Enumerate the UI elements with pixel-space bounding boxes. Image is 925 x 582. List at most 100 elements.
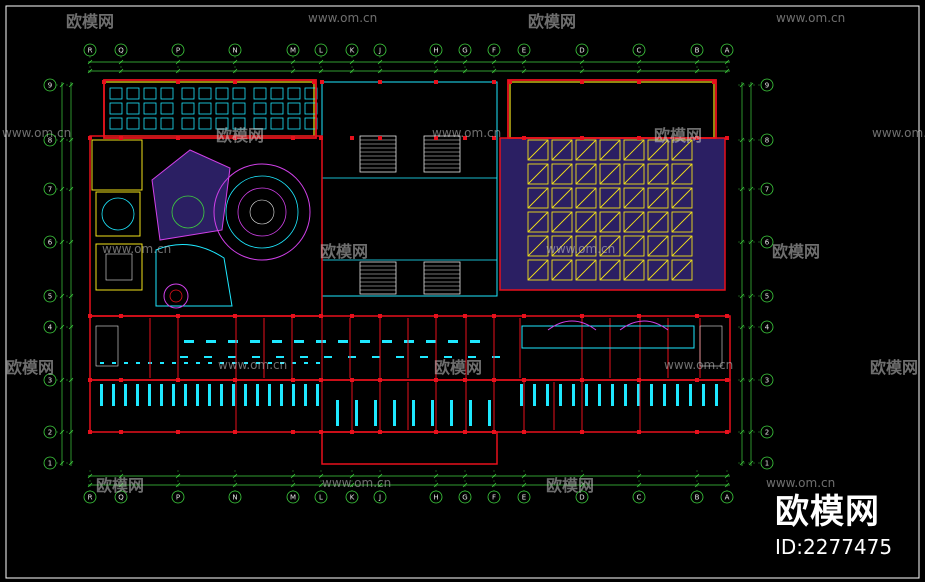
watermark-logo: 欧模网 xyxy=(320,242,369,261)
svg-text:M: M xyxy=(290,47,296,55)
svg-text:R: R xyxy=(88,494,93,502)
grid-bubble-C: C xyxy=(632,490,646,504)
svg-text:A: A xyxy=(725,47,730,55)
grid-bubble-2: 2 xyxy=(43,425,57,439)
grid-bubble-D: D xyxy=(575,490,589,504)
grid-bubble-3: 3 xyxy=(760,373,774,387)
grid-bubble-5: 5 xyxy=(760,289,774,303)
svg-text:6: 6 xyxy=(765,239,770,247)
grid-bubble-K: K xyxy=(345,490,359,504)
grid-bubble-4: 4 xyxy=(760,320,774,334)
grid-bubble-R: R xyxy=(83,490,97,504)
watermark-url: www.om.cn xyxy=(2,126,72,140)
grid-bubble-8: 8 xyxy=(43,133,57,147)
watermark-url: www.om.cn xyxy=(664,358,734,372)
grid-bubble-5: 5 xyxy=(43,289,57,303)
watermark-logo: 欧模网 xyxy=(216,126,265,145)
svg-text:9: 9 xyxy=(48,82,52,90)
svg-text:5: 5 xyxy=(48,293,52,301)
svg-text:7: 7 xyxy=(765,186,769,194)
grid-bubble-M: M xyxy=(286,490,300,504)
svg-text:D: D xyxy=(579,47,584,55)
svg-text:A: A xyxy=(725,494,730,502)
outer-walls xyxy=(103,79,717,139)
svg-text:E: E xyxy=(522,494,526,502)
grid-bubble-R: R xyxy=(83,43,97,57)
grid-bubble-Q: Q xyxy=(114,490,128,504)
watermark-logo: 欧模网 xyxy=(96,476,145,495)
grid-bubble-2: 2 xyxy=(760,425,774,439)
grid-bubble-A: A xyxy=(720,490,734,504)
grid-bubble-9: 9 xyxy=(43,78,57,92)
grid-bubble-3: 3 xyxy=(43,373,57,387)
grid-bubble-M: M xyxy=(286,43,300,57)
grid-bubble-H: H xyxy=(429,490,443,504)
svg-text:4: 4 xyxy=(48,324,53,332)
grid-bubble-9: 9 xyxy=(760,78,774,92)
svg-text:B: B xyxy=(695,47,700,55)
grid-bubble-H: H xyxy=(429,43,443,57)
upper-left-room xyxy=(103,81,318,137)
drawing-frame xyxy=(5,5,920,579)
grid-bubble-F: F xyxy=(487,490,501,504)
watermark-logo: 欧模网 xyxy=(6,358,55,377)
lower-offices xyxy=(89,315,731,465)
grid-bubble-K: K xyxy=(345,43,359,57)
watermark-url: www.om.cn xyxy=(102,242,172,256)
svg-text:H: H xyxy=(433,494,438,502)
grid-bubble-P: P xyxy=(171,43,185,57)
grid-bubble-E: E xyxy=(517,490,531,504)
svg-text:1: 1 xyxy=(48,460,52,468)
grid-bubble-G: G xyxy=(458,490,472,504)
svg-text:R: R xyxy=(88,47,93,55)
svg-text:C: C xyxy=(637,494,642,502)
svg-text:8: 8 xyxy=(48,137,52,145)
grid-bubble-J: J xyxy=(373,43,387,57)
watermark-logo: 欧模网 xyxy=(546,476,595,495)
svg-text:F: F xyxy=(492,494,496,502)
watermark-logo: 欧模网 xyxy=(434,358,483,377)
watermark-logo: 欧模网 xyxy=(528,12,577,31)
grid-bubble-A: A xyxy=(720,43,734,57)
watermark-url: www.om.cn xyxy=(766,476,836,490)
svg-text:N: N xyxy=(232,494,237,502)
svg-text:Q: Q xyxy=(118,47,124,55)
svg-text:E: E xyxy=(522,47,526,55)
grid-bubble-1: 1 xyxy=(760,456,774,470)
watermark-url: www.om.cn xyxy=(322,476,392,490)
grid-bubble-J: J xyxy=(373,490,387,504)
svg-text:L: L xyxy=(319,47,323,55)
grid-bubble-7: 7 xyxy=(43,182,57,196)
svg-text:3: 3 xyxy=(765,377,769,385)
watermark-url: www.om.cn xyxy=(308,11,378,25)
watermark-url: www.om.cn xyxy=(218,358,288,372)
left-feature-room xyxy=(89,135,323,317)
grid-bubble-8: 8 xyxy=(760,133,774,147)
watermark-url: www.om.cn xyxy=(776,11,846,25)
svg-text:5: 5 xyxy=(765,293,769,301)
svg-text:J: J xyxy=(378,47,381,55)
grid-bubble-G: G xyxy=(458,43,472,57)
svg-text:9: 9 xyxy=(765,82,769,90)
svg-text:Q: Q xyxy=(118,494,124,502)
grid-bubble-B: B xyxy=(690,490,704,504)
svg-text:H: H xyxy=(433,47,438,55)
grid-bubble-D: D xyxy=(575,43,589,57)
svg-text:2: 2 xyxy=(765,429,769,437)
grid-bubble-N: N xyxy=(228,490,242,504)
grid-bubble-C: C xyxy=(632,43,646,57)
svg-text:K: K xyxy=(350,494,355,502)
watermark-logo: 欧模网 xyxy=(772,242,821,261)
svg-text:8: 8 xyxy=(765,137,769,145)
grid-axis-lines xyxy=(56,56,760,491)
watermark-url: www.om.cn xyxy=(432,126,502,140)
svg-text:7: 7 xyxy=(48,186,52,194)
grid-bubble-Q: Q xyxy=(114,43,128,57)
watermark-logo: 欧模网 xyxy=(654,126,703,145)
grid-bubble-L: L xyxy=(314,490,328,504)
watermark-logo: 欧模网 xyxy=(870,358,919,377)
svg-text:3: 3 xyxy=(48,377,52,385)
grid-bubble-P: P xyxy=(171,490,185,504)
right-hall xyxy=(499,137,726,291)
